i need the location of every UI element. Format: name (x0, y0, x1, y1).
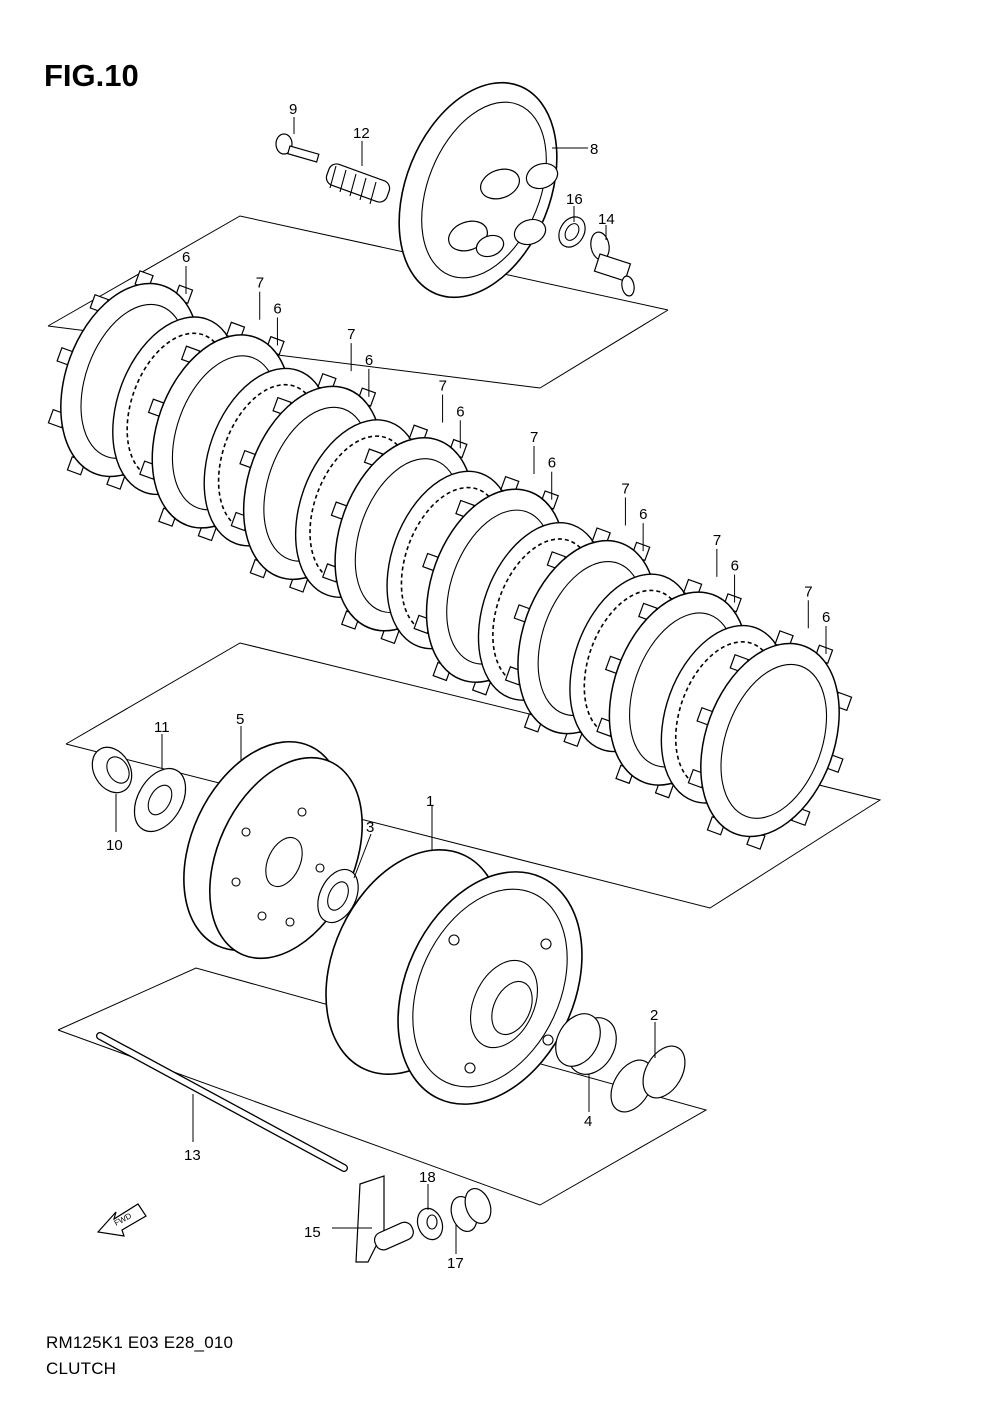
callout-5: 5 (236, 711, 244, 728)
shaft-frame (57, 967, 708, 1206)
callout-11: 11 (154, 719, 170, 736)
callout-13: 13 (184, 1147, 201, 1164)
callout-8: 8 (590, 141, 598, 158)
pressure-plate (398, 81, 559, 299)
plate-label-6: 6 (182, 249, 190, 266)
figure-code: RM125K1 E03 E28_010 (46, 1333, 234, 1352)
hub-frame (65, 642, 882, 909)
forward-arrow-icon: FWD (96, 1203, 147, 1237)
clutch-nut (91, 746, 133, 794)
callout-15: 15 (304, 1224, 321, 1241)
plate-label-6: 6 (639, 506, 647, 523)
release-bearing (558, 216, 586, 248)
thrust-washer (317, 868, 359, 924)
callout-16: 16 (566, 191, 583, 208)
callout-14: 14 (598, 211, 615, 228)
spring-bolt (275, 133, 320, 163)
callout-18: 18 (419, 1169, 436, 1186)
callout-12: 12 (353, 125, 370, 142)
plate-label-7: 7 (713, 532, 721, 549)
figure-name: CLUTCH (46, 1359, 117, 1378)
callout-9: 9 (289, 101, 297, 118)
plate-label-7: 7 (621, 480, 629, 497)
oil-seal (416, 1207, 444, 1241)
push-piece (590, 231, 635, 297)
push-rod (96, 1032, 348, 1172)
plate-stack-frame (47, 215, 669, 327)
plate-label-7: 7 (804, 583, 812, 600)
plate-label-6: 6 (456, 403, 464, 420)
plate-label-6: 6 (822, 609, 830, 626)
plate-label-7: 7 (256, 275, 264, 292)
callout-3: 3 (366, 819, 374, 836)
plate-label-7: 7 (347, 326, 355, 343)
callout-1: 1 (426, 793, 434, 810)
lock-washer (133, 767, 187, 833)
clutch-spacer (610, 1045, 686, 1113)
plate-label-6: 6 (273, 300, 281, 317)
release-camshaft (355, 1175, 414, 1263)
plate-label-6: 6 (731, 558, 739, 575)
clutch-spring (325, 163, 391, 205)
leader-lines (115, 117, 656, 1254)
callout-17: 17 (447, 1255, 464, 1272)
needle-bearing (555, 1013, 617, 1075)
plate-label-7: 7 (439, 378, 447, 395)
callout-2: 2 (650, 1007, 658, 1024)
camshaft-bearing (450, 1187, 492, 1233)
figure-title: FIG.10 (44, 58, 139, 93)
plate-label-6: 6 (365, 352, 373, 369)
plate-label-6: 6 (548, 455, 556, 472)
plate-label-7: 7 (530, 429, 538, 446)
clutch-plate-6: 6 (687, 609, 853, 850)
callout-numbers: 1 2 3 4 5 8 9 10 11 12 13 14 16 15 17 18 (106, 101, 658, 1272)
callout-4: 4 (584, 1113, 592, 1130)
callout-10: 10 (106, 837, 123, 854)
